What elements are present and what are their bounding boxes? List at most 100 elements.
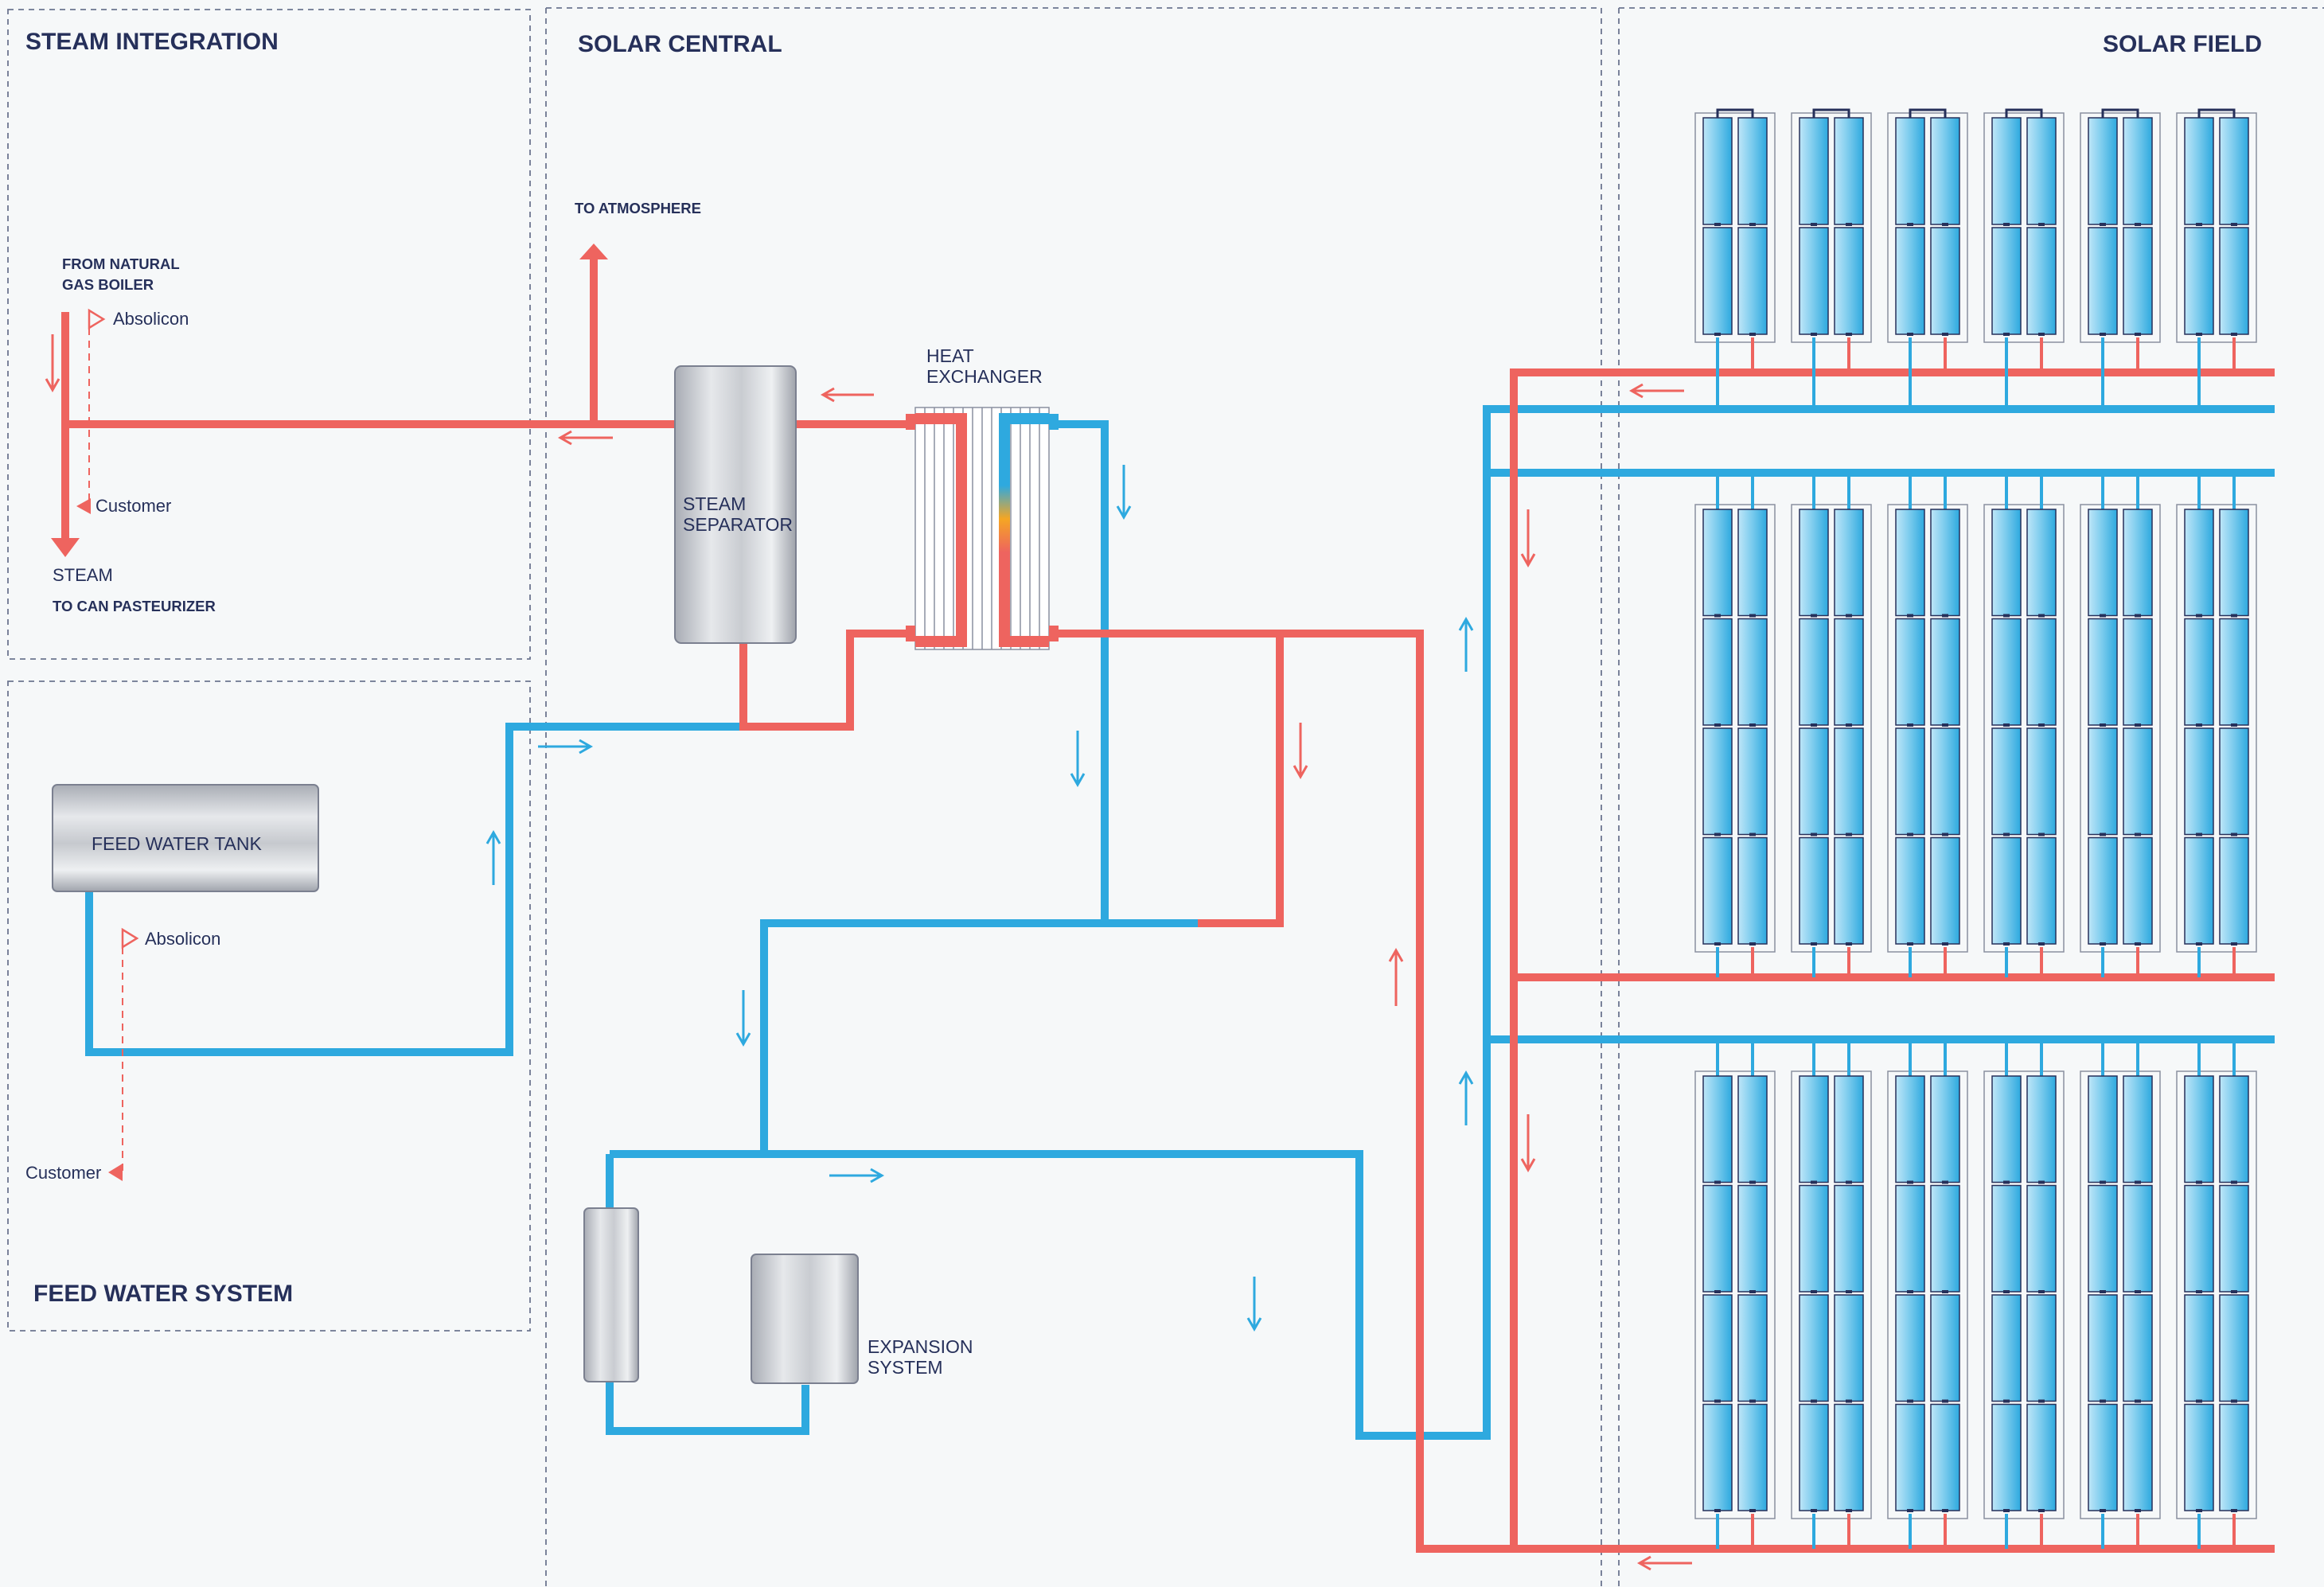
collector-crossover <box>1909 108 1947 121</box>
flow-arrow-left <box>1636 1555 1692 1571</box>
solar-collector-module <box>2026 117 2057 225</box>
collector-connector <box>2003 1180 2010 1184</box>
collector-connector <box>1714 942 1721 946</box>
section-title-solar-central: SOLAR CENTRAL <box>578 31 782 57</box>
solar-collector-module <box>2123 1403 2153 1511</box>
customer-marker-1 <box>76 498 91 514</box>
solar-collector-module <box>1895 227 1925 335</box>
solar-collector-module <box>1834 1184 1864 1293</box>
absolicon-marker-2 <box>121 927 139 949</box>
heat-exchanger <box>906 407 1059 650</box>
solar-collector-module <box>2088 227 2118 335</box>
collector-connector <box>2196 1180 2202 1184</box>
solar-collector-module <box>2219 1403 2249 1511</box>
collector-connector <box>1907 723 1913 727</box>
customer-label-1: Customer <box>96 496 171 516</box>
solar-collector-module <box>2123 1075 2153 1183</box>
solar-collector-module <box>1991 1403 2022 1511</box>
solar-collector-module <box>1702 1403 1733 1511</box>
hx-cold-outlet-pipe <box>1049 420 1109 923</box>
collector-connector <box>2196 723 2202 727</box>
expansion-accumulator <box>583 1207 639 1382</box>
solar-collector-module <box>2219 1294 2249 1402</box>
collector-connector <box>1942 942 1948 946</box>
collector-connector <box>1714 832 1721 836</box>
collector-crossover <box>2101 108 2139 121</box>
collector-frame <box>2176 1070 2257 1519</box>
collector-connector <box>2003 1509 2010 1512</box>
steam-flow-arrow-down <box>45 334 60 393</box>
solar-collector-module <box>1991 1294 2022 1402</box>
collector-connector <box>2038 614 2045 618</box>
solar-collector-module <box>2219 117 2249 225</box>
collector-connector <box>1942 614 1948 618</box>
steam-separator-label-1: STEAM <box>683 493 746 514</box>
collector-frame <box>1694 504 1776 953</box>
solar-collector-module <box>1930 227 1960 335</box>
solar-collector-module <box>1991 1184 2022 1293</box>
collector-connector <box>1907 223 1913 226</box>
collector-connector <box>1749 1399 1756 1403</box>
solar-collector-module <box>1702 727 1733 836</box>
solar-collector-module <box>2026 727 2057 836</box>
steam-separator <box>674 365 797 644</box>
collector-connector <box>2135 832 2141 836</box>
collector-connector <box>2135 723 2141 727</box>
from-boiler-label-2: GAS BOILER <box>62 276 154 293</box>
collector-connector <box>1811 1399 1817 1403</box>
flow-arrow-up <box>1388 947 1404 1006</box>
solar-collector-module <box>2123 727 2153 836</box>
collector-connector <box>2100 723 2106 727</box>
collector-frame <box>2080 1070 2161 1519</box>
collector-connector <box>1749 223 1756 226</box>
solar-collector-module <box>1799 1184 1829 1293</box>
solar-collector-module <box>1991 227 2022 335</box>
expansion-vessel <box>751 1254 859 1384</box>
collector-connector <box>1811 942 1817 946</box>
solar-collector-module <box>1834 1403 1864 1511</box>
solar-collector-module <box>1991 1075 2022 1183</box>
solar-collector-module <box>2219 1075 2249 1183</box>
solar-collector-module <box>2219 836 2249 945</box>
solar-collector-module <box>2088 1403 2118 1511</box>
collector-connector <box>2038 942 2045 946</box>
solar-collector-module <box>2088 117 2118 225</box>
solar-collector-module <box>1930 509 1960 617</box>
solar-collector-module <box>2184 618 2214 726</box>
collector-frame <box>2176 504 2257 953</box>
solar-collector-module <box>1930 727 1960 836</box>
solar-collector-module <box>1737 1294 1768 1402</box>
flow-arrow-down <box>1246 1277 1262 1332</box>
solar-collector-module <box>2026 1294 2057 1402</box>
solar-collector-module <box>1834 509 1864 617</box>
solar-collector-module <box>1737 509 1768 617</box>
section-title-solar-field: SOLAR FIELD <box>2103 31 2262 57</box>
solar-collector-module <box>1930 836 1960 945</box>
collector-connector <box>1749 1290 1756 1293</box>
collector-connector <box>2100 223 2106 226</box>
solar-collector-module <box>1737 227 1768 335</box>
collector-connector <box>1846 942 1852 946</box>
solar-collector-module <box>2026 618 2057 726</box>
customer-marker-2 <box>108 1164 123 1181</box>
solar-collector-module <box>1799 836 1829 945</box>
collector-connector <box>2038 1180 2045 1184</box>
collector-frame <box>1694 1070 1776 1519</box>
collector-frame <box>1694 112 1776 343</box>
collector-connector <box>1846 1180 1852 1184</box>
collector-connector <box>2038 1509 2045 1512</box>
collector-connector <box>2196 832 2202 836</box>
solar-collector-module <box>1799 1075 1829 1183</box>
solar-collector-module <box>1991 509 2022 617</box>
steam-separator-label-2: SEPARATOR <box>683 514 793 535</box>
section-title-steam-integration: STEAM INTEGRATION <box>25 29 279 55</box>
collector-connector <box>1749 723 1756 727</box>
heat-exchanger-label-2: EXCHANGER <box>926 366 1043 387</box>
collector-connector <box>1907 832 1913 836</box>
solar-collector-module <box>2026 509 2057 617</box>
collector-connector <box>1714 223 1721 226</box>
collector-connector <box>1942 723 1948 727</box>
solar-field <box>1694 108 2257 1549</box>
steam-down-arrowhead <box>51 538 80 557</box>
solar-collector-module <box>1834 1075 1864 1183</box>
